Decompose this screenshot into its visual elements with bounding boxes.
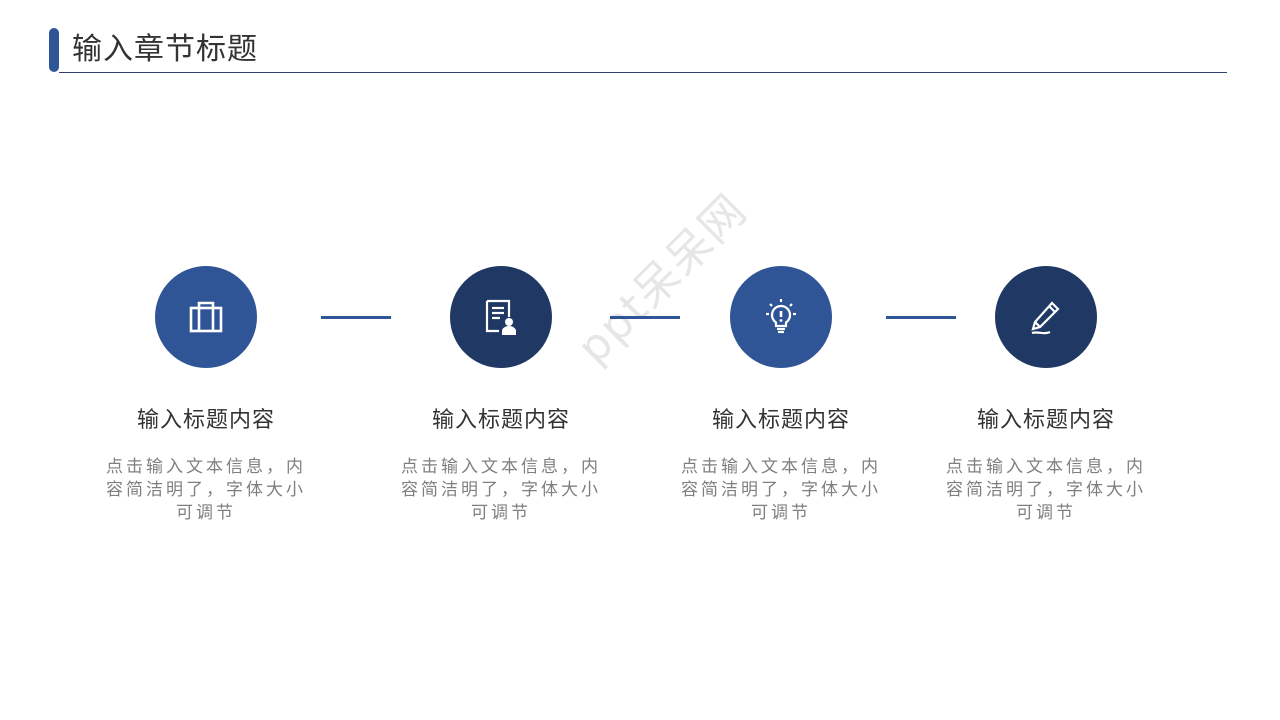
step-4-title: 输入标题内容: [976, 408, 1115, 433]
step-4: 输入标题内容 点击输入文本信息，内容简洁明了，字体大小可调节: [926, 266, 1166, 525]
step-1-body: 点击输入文本信息，内容简洁明了，字体大小可调节: [106, 457, 306, 523]
step-2: 输入标题内容 点击输入文本信息，内容简洁明了，字体大小可调节: [381, 266, 621, 525]
document-user-icon: [485, 299, 516, 335]
step-2-circle: [450, 266, 552, 368]
briefcase-icon: [189, 301, 223, 333]
step-1: 输入标题内容 点击输入文本信息，内容简洁明了，字体大小可调节: [86, 266, 326, 525]
title-underline: [59, 72, 1227, 73]
page-title: 输入章节标题: [72, 32, 258, 67]
title-accent-bar: [49, 28, 59, 72]
connector-line-3: [886, 316, 956, 319]
step-4-body: 点击输入文本信息，内容简洁明了，字体大小可调节: [946, 457, 1146, 523]
step-3-circle: [730, 266, 832, 368]
connector-line-1: [321, 316, 391, 319]
connector-line-2: [610, 316, 680, 319]
lightbulb-icon: [766, 299, 796, 334]
step-3-title: 输入标题内容: [711, 408, 850, 433]
step-3: 输入标题内容 点击输入文本信息，内容简洁明了，字体大小可调节: [661, 266, 901, 525]
step-2-title: 输入标题内容: [431, 408, 570, 433]
step-2-body: 点击输入文本信息，内容简洁明了，字体大小可调节: [401, 457, 601, 523]
step-1-circle: [155, 266, 257, 368]
step-1-title: 输入标题内容: [136, 408, 275, 433]
step-3-body: 点击输入文本信息，内容简洁明了，字体大小可调节: [681, 457, 881, 523]
pencil-icon: [1031, 301, 1060, 335]
step-4-circle: [995, 266, 1097, 368]
